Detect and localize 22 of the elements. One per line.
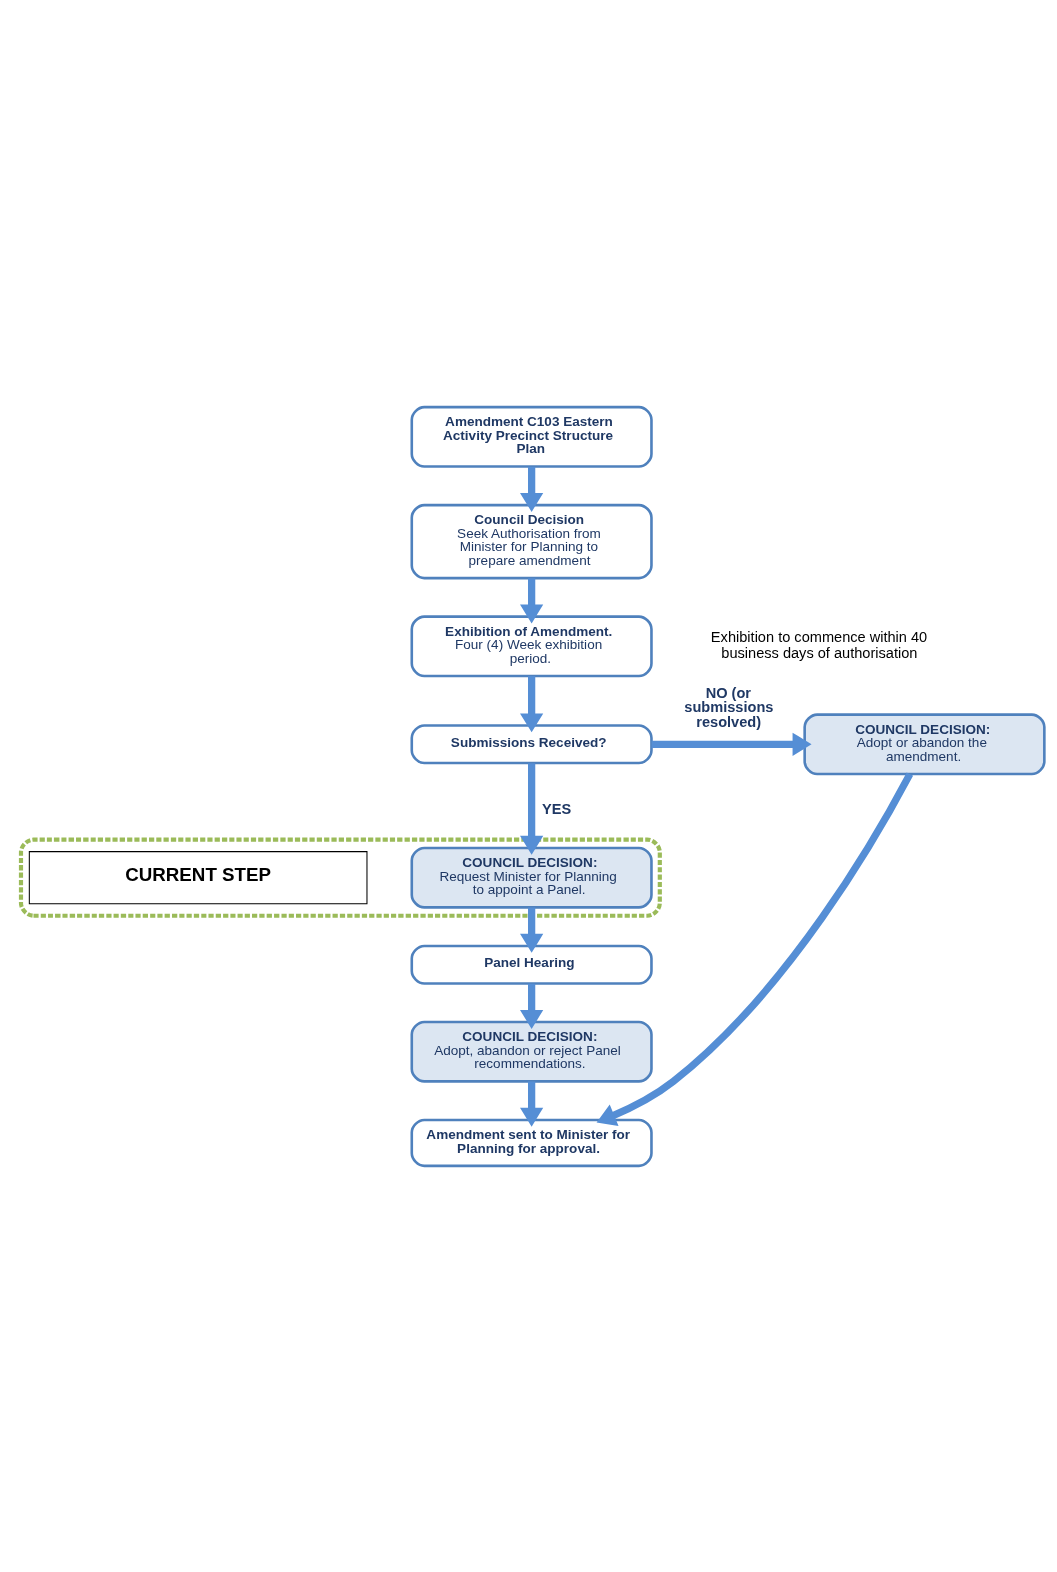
arrow	[520, 1080, 544, 1127]
node-box: COUNCIL DECISION: Adopt or abandon the amendment.	[803, 712, 1046, 775]
edge-label: YES	[542, 800, 572, 817]
edge-label: NO (or submissions resolved)	[684, 684, 774, 730]
node-box: Panel Hearing	[410, 944, 653, 985]
arrow	[596, 771, 914, 1126]
node-box: COUNCIL DECISION: Request Minister for Planning to appoint a Panel.	[410, 846, 653, 909]
arrow	[520, 675, 544, 732]
arrow	[520, 907, 544, 953]
node-box: COUNCIL DECISION: Adopt, abandon or reject Panel recommendations.	[410, 1020, 653, 1083]
arrow	[520, 466, 544, 512]
arrow	[520, 762, 544, 855]
arrow	[651, 732, 812, 756]
node-box: Amendment sent to Minister for Planning for approval.	[410, 1118, 653, 1167]
label: Exhibition to commence within 40 business days of authorisation	[710, 628, 928, 661]
arrow	[520, 577, 544, 623]
arrow	[520, 983, 544, 1029]
node-box: Amendment C103 Eastern Activity Precinct Structure Plan	[410, 405, 653, 468]
node-box: CURRENT STEP	[28, 850, 368, 904]
node-box: Council Decision Seek Authorisation from Minister for Planning to prepare amendment	[410, 503, 653, 579]
node-box: Exhibition of Amendment. Four (4) Week exhibition period.	[410, 614, 653, 677]
node-box: Submissions Received?	[410, 723, 653, 764]
